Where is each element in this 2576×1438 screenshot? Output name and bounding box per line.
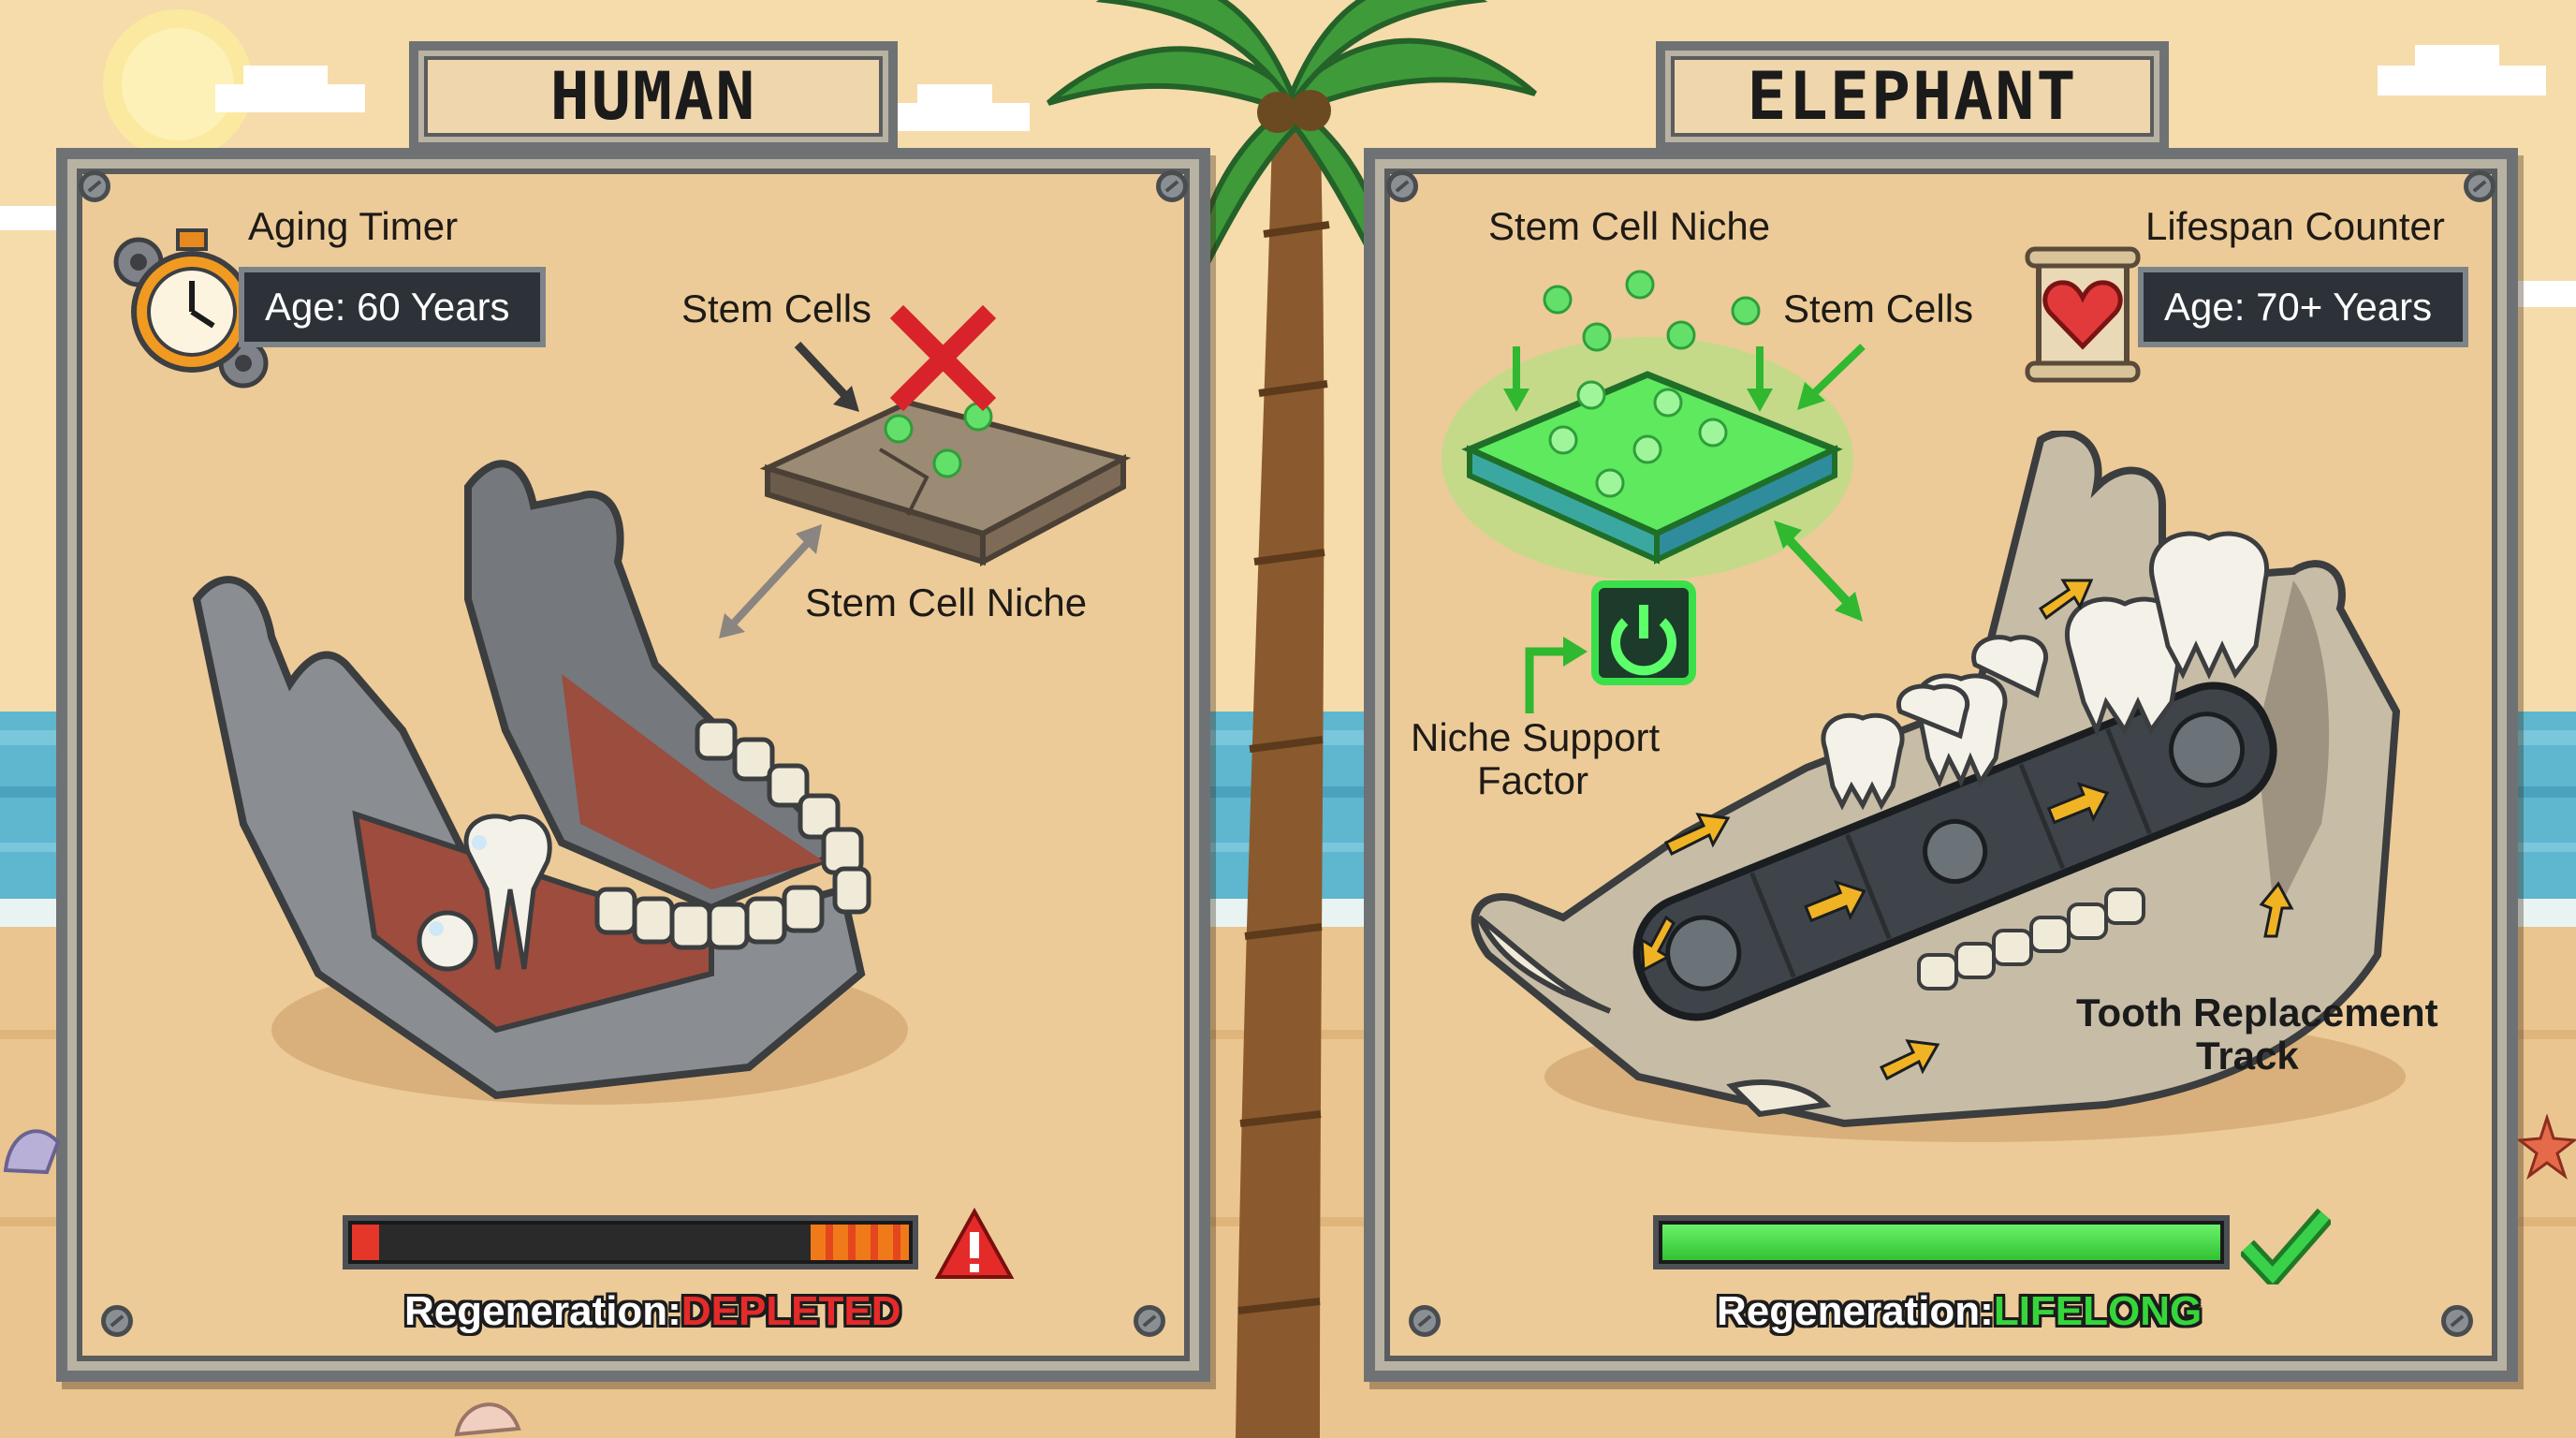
tooth-track-label-2: Track [2196, 1034, 2299, 1078]
palm-tree [1046, 0, 1537, 1438]
bolt-icon [1386, 170, 1418, 202]
regeneration-stripe-human [811, 1225, 909, 1260]
active-niche [1442, 270, 1866, 622]
stem-cells-label: Stem Cells [681, 286, 872, 330]
regeneration-bar-elephant [1653, 1215, 2230, 1269]
regeneration-bar-human [343, 1215, 918, 1269]
bolt-icon [1134, 1305, 1165, 1337]
aging-timer-label: Aging Timer [248, 204, 459, 248]
regeneration-value-depleted: DEPLETED [681, 1288, 901, 1334]
heart-scroll-icon [2025, 246, 2141, 383]
bolt-icon [101, 1305, 133, 1337]
regeneration-prefix: Regeneration: [404, 1288, 681, 1334]
depleted-niche [719, 304, 1132, 638]
regeneration-fill-human [352, 1225, 379, 1260]
stem-cells-label-elephant: Stem Cells [1783, 286, 1974, 330]
regeneration-status-human: Regeneration:DEPLETED [404, 1288, 901, 1335]
starfish-icon [2518, 1114, 2576, 1180]
age-display: Age: 60 Years [239, 267, 546, 347]
bolt-icon [2441, 1305, 2473, 1337]
power-icon[interactable] [1591, 580, 1696, 685]
elephant-title: ELEPHANT [1747, 58, 2078, 135]
bolt-icon [2464, 170, 2496, 202]
age-text: Age: 60 Years [265, 285, 510, 329]
regeneration-status-elephant: Regeneration:LIFELONG [1717, 1288, 2202, 1335]
elephant-jaw [1471, 431, 2406, 1142]
niche-support-label-2: Factor [1477, 758, 1589, 802]
seashell-icon [3, 1129, 61, 1175]
lifespan-text: Age: 70+ Years [2164, 285, 2433, 329]
bolt-icon [1156, 170, 1188, 202]
niche-support-label-1: Niche Support [1411, 715, 1661, 759]
stem-cell-niche-label-elephant: Stem Cell Niche [1488, 204, 1771, 248]
regeneration-prefix-elephant: Regeneration: [1717, 1288, 1994, 1334]
stopwatch-icon [113, 228, 269, 389]
lifespan-counter-label: Lifespan Counter [2145, 204, 2445, 248]
regeneration-fill-elephant [1662, 1225, 2220, 1260]
human-jaw [192, 460, 908, 1105]
human-title-tab: HUMAN [409, 41, 898, 152]
tooth-track-label-1: Tooth Replacement [2076, 990, 2438, 1034]
support-arrow [1525, 637, 1588, 713]
seashell-icon [454, 1402, 521, 1437]
stem-cell-niche-label: Stem Cell Niche [805, 580, 1088, 624]
elephant-title-tab: ELEPHANT [1656, 41, 2169, 152]
human-title: HUMAN [549, 58, 757, 135]
checkmark-icon [2241, 1208, 2331, 1284]
lifespan-display: Age: 70+ Years [2138, 267, 2468, 347]
bolt-icon [79, 170, 110, 202]
regeneration-value-lifelong: LIFELONG [1993, 1288, 2203, 1334]
warning-icon [934, 1208, 1015, 1279]
bolt-icon [1409, 1305, 1441, 1337]
